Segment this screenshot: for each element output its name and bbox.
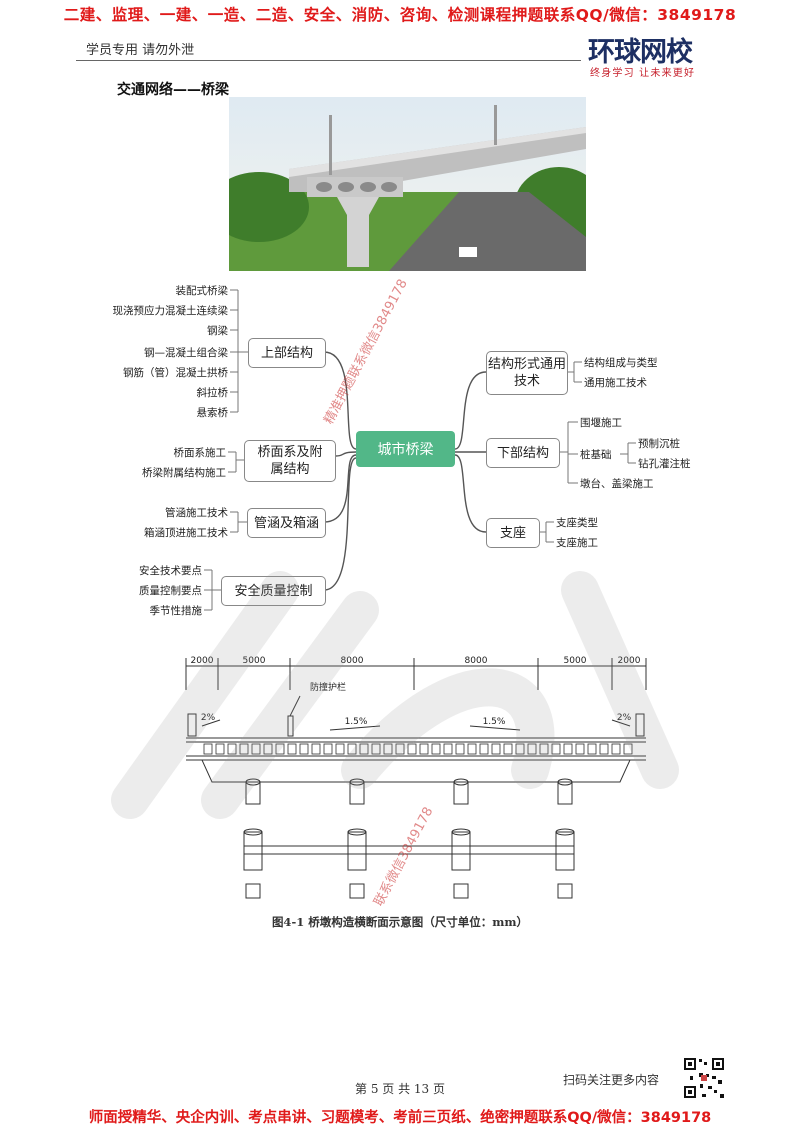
leaf-bearing-2: 支座施工 bbox=[556, 537, 598, 549]
dim-6: 2000 bbox=[618, 656, 641, 666]
qr-code[interactable] bbox=[682, 1056, 726, 1100]
figure-caption: 图4-1 桥墩构造横断面示意图（尺寸单位：mm） bbox=[271, 915, 529, 929]
leaf-safety-2: 质量控制要点 bbox=[139, 585, 202, 597]
dim-3: 8000 bbox=[341, 656, 364, 666]
branch-culvert: 管涵及箱涵 bbox=[247, 508, 326, 538]
leaf-superstructure-7: 悬索桥 bbox=[196, 407, 229, 419]
pier-cross-section-drawing: 2000 5000 8000 8000 5000 2000 防撞护栏 2% 1.… bbox=[185, 656, 647, 899]
guardrail-label: 防撞护栏 bbox=[310, 681, 346, 693]
leaf-superstructure-3: 钢梁 bbox=[207, 325, 228, 337]
logo-slogan: 终身学习 让未来更好 bbox=[590, 68, 696, 79]
slope-right: 2% bbox=[617, 713, 632, 723]
branch-substructure: 下部结构 bbox=[486, 438, 560, 468]
leaf-structure-2: 通用施工技术 bbox=[584, 377, 647, 389]
branch-structure-form: 结构形式通用技术 bbox=[486, 351, 568, 395]
scan-note: 扫码关注更多内容 bbox=[563, 1073, 660, 1087]
leaf-deck-1: 桥面系施工 bbox=[173, 447, 227, 459]
dim-1: 2000 bbox=[191, 656, 214, 666]
leaf-pile-2: 钻孔灌注桩 bbox=[638, 458, 691, 470]
leaf-substructure-1: 围堰施工 bbox=[580, 417, 622, 429]
leaf-pile-1: 预制沉桩 bbox=[638, 438, 680, 450]
watermark-text-1: 精准押题联系微信3849178 bbox=[321, 276, 411, 427]
leaf-superstructure-1: 装配式桥梁 bbox=[175, 285, 229, 297]
branch-bearing: 支座 bbox=[486, 518, 540, 548]
branch-safety-quality: 安全质量控制 bbox=[221, 576, 326, 606]
header-divider bbox=[76, 60, 581, 61]
branch-deck-system: 桥面系及附属结构 bbox=[244, 440, 336, 482]
leaf-structure-1: 结构组成与类型 bbox=[584, 357, 658, 369]
dim-4: 8000 bbox=[465, 656, 488, 666]
leaf-culvert-1: 管涵施工技术 bbox=[165, 507, 228, 519]
bridge-photo bbox=[229, 97, 586, 271]
leaf-substructure-2: 桩基础 bbox=[580, 449, 612, 461]
leaf-superstructure-6: 斜拉桥 bbox=[196, 387, 229, 399]
branch-superstructure: 上部结构 bbox=[248, 338, 326, 368]
slope-mid-left: 1.5% bbox=[345, 717, 368, 727]
bottom-banner: 师面授精华、央企内训、考点串讲、习题模考、考前三页纸、绝密押题联系QQ/微信：3… bbox=[88, 1110, 712, 1126]
leaf-superstructure-4: 钢—混凝土组合梁 bbox=[144, 347, 228, 359]
leaf-bearing-1: 支座类型 bbox=[556, 517, 598, 529]
leaf-substructure-3: 墩台、盖梁施工 bbox=[580, 478, 654, 490]
mindmap-center-node: 城市桥梁 bbox=[356, 431, 455, 467]
logo-name: 环球网校 bbox=[588, 37, 693, 68]
dim-5: 5000 bbox=[564, 656, 587, 666]
header-note: 学员专用 请勿外泄 bbox=[86, 43, 195, 58]
dim-2: 5000 bbox=[243, 656, 266, 666]
slope-left: 2% bbox=[201, 713, 216, 723]
leaf-deck-2: 桥梁附属结构施工 bbox=[142, 467, 226, 479]
leaf-superstructure-5: 钢筋（管）混凝土拱桥 bbox=[123, 367, 228, 379]
slope-mid-right: 1.5% bbox=[483, 717, 506, 727]
leaf-safety-3: 季节性措施 bbox=[149, 605, 203, 617]
leaf-culvert-2: 箱涵顶进施工技术 bbox=[144, 527, 228, 539]
section-title: 交通网络——桥梁 bbox=[117, 82, 229, 98]
top-banner: 二建、监理、一建、一造、二造、安全、消防、咨询、检测课程押题联系QQ/微信：38… bbox=[63, 6, 737, 24]
logo: 环球网校 终身学习 让未来更好 bbox=[588, 30, 738, 80]
page-number: 第 5 页 共 13 页 bbox=[355, 1082, 445, 1096]
leaf-superstructure-2: 现浇预应力混凝土连续梁 bbox=[112, 305, 229, 317]
leaf-safety-1: 安全技术要点 bbox=[139, 565, 202, 577]
